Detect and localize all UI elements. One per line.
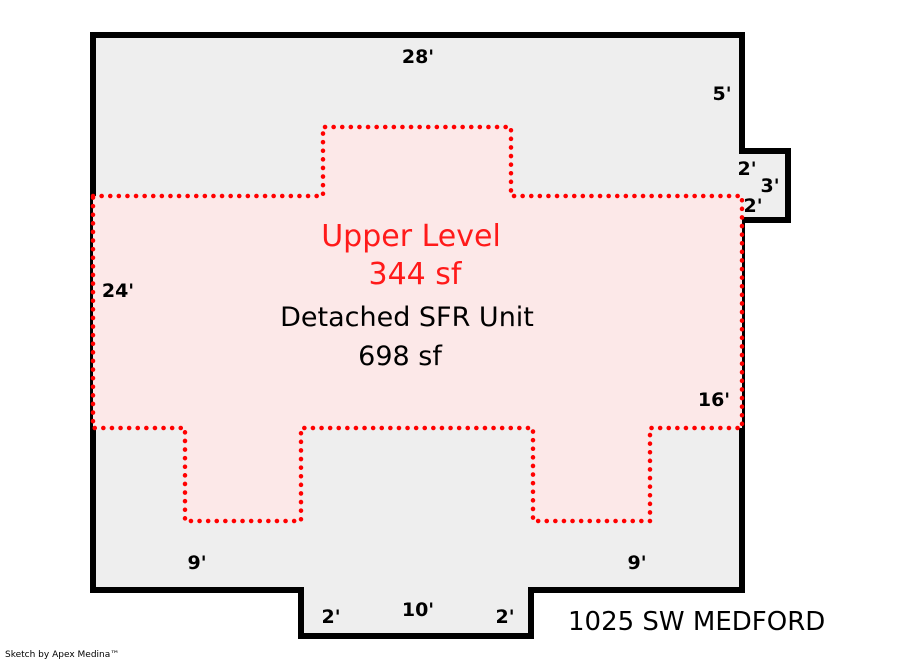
dimension-top: 28' xyxy=(402,46,434,68)
property-address: 1025 SW MEDFORD xyxy=(568,607,825,637)
upper-level-name: Upper Level xyxy=(321,219,501,254)
dimension-bump-top: 2' xyxy=(737,158,756,180)
dimension-notch-bottom: 10' xyxy=(402,599,434,621)
upper-level-outline xyxy=(90,124,745,524)
dimension-notch-left: 2' xyxy=(321,606,340,628)
dimension-right-lower: 16' xyxy=(698,389,730,411)
dimension-bottom-left: 9' xyxy=(187,552,206,574)
dimension-left: 24' xyxy=(102,280,134,302)
main-unit-name: Detached SFR Unit xyxy=(280,302,534,333)
dimension-bottom-right: 9' xyxy=(627,552,646,574)
dimension-bump-side: 3' xyxy=(760,175,779,197)
dimension-notch-right: 2' xyxy=(495,606,514,628)
dimension-right-upper: 5' xyxy=(712,83,731,105)
dimension-bump-bottom: 2' xyxy=(743,195,762,217)
main-unit-area: 698 sf xyxy=(358,341,443,372)
upper-level-area: 344 sf xyxy=(369,257,463,292)
sketch-credit: Sketch by Apex Medina™ xyxy=(5,650,119,660)
